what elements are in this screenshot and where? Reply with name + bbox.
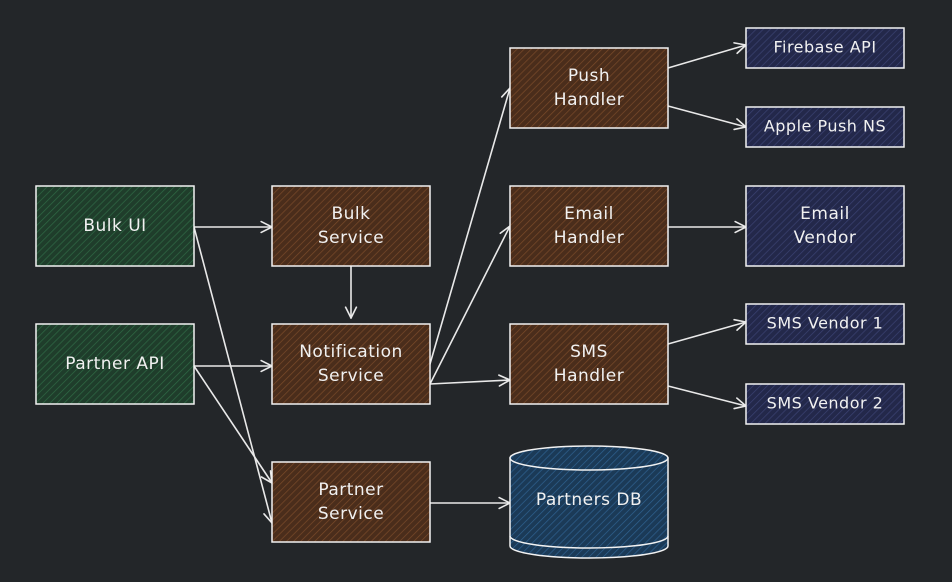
node-label: Firebase API: [773, 38, 876, 57]
edge-sms-handler-to-sms-vendor-1: [667, 318, 747, 345]
db-cylinder-body: [509, 457, 669, 559]
node-label: Notification: [299, 342, 403, 362]
node-bulk-ui[interactable]: Bulk UI: [35, 185, 195, 267]
node-label: Bulk UI: [83, 216, 146, 236]
node-label: Email: [564, 204, 614, 224]
node-box: [745, 27, 905, 69]
node-label: Vendor: [794, 228, 857, 248]
db-cylinder-top: [509, 445, 669, 471]
node-partner-api[interactable]: Partner API: [35, 323, 195, 405]
node-label: Push: [568, 66, 610, 86]
node-box: [271, 461, 431, 543]
node-label: SMS: [570, 342, 608, 362]
node-box: [745, 185, 905, 267]
edge-notification-service-to-sms-handler: [429, 374, 511, 387]
edge-partner-api-to-partner-service: [193, 365, 273, 484]
node-box: [35, 185, 195, 267]
node-box: [509, 323, 669, 405]
node-box: [745, 303, 905, 345]
node-box: [745, 106, 905, 148]
node-label: Partner API: [65, 354, 165, 374]
edge-notification-service-to-email-handler: [429, 225, 511, 385]
node-apple-push-ns[interactable]: Apple Push NS: [745, 106, 905, 148]
node-label: Handler: [554, 366, 624, 386]
edge-push-handler-to-firebase-api: [667, 42, 747, 69]
node-label: Apple Push NS: [764, 117, 886, 136]
node-box: [271, 323, 431, 405]
edge-sms-handler-to-sms-vendor-2: [667, 385, 747, 410]
node-box: [745, 383, 905, 425]
node-label: SMS Vendor 1: [767, 314, 884, 333]
edge-push-handler-to-apple-push-ns: [667, 105, 747, 131]
node-partners-db[interactable]: Partners DB: [509, 445, 669, 559]
node-sms-handler[interactable]: SMS Handler: [509, 323, 669, 405]
edges-layer: [193, 42, 747, 524]
node-sms-vendor-1[interactable]: SMS Vendor 1: [745, 303, 905, 345]
node-box: [35, 323, 195, 405]
node-label: Partner: [318, 480, 383, 500]
edge-bulk-ui-to-partner-service: [193, 226, 276, 524]
edge-notification-service-to-push-handler: [429, 87, 513, 365]
node-label: Service: [318, 228, 384, 248]
node-label: Service: [318, 504, 384, 524]
node-label: Handler: [554, 90, 624, 110]
node-box: [509, 47, 669, 129]
node-label: Service: [318, 366, 384, 386]
node-label: Email: [800, 204, 850, 224]
node-box: [271, 185, 431, 267]
node-firebase-api[interactable]: Firebase API: [745, 27, 905, 69]
node-sms-vendor-2[interactable]: SMS Vendor 2: [745, 383, 905, 425]
node-label: Handler: [554, 228, 624, 248]
node-label: SMS Vendor 2: [767, 394, 884, 413]
db-cylinder-ring: [509, 535, 669, 549]
node-label: Partners DB: [536, 490, 642, 510]
node-box: [509, 185, 669, 267]
node-label: Bulk: [331, 204, 370, 224]
